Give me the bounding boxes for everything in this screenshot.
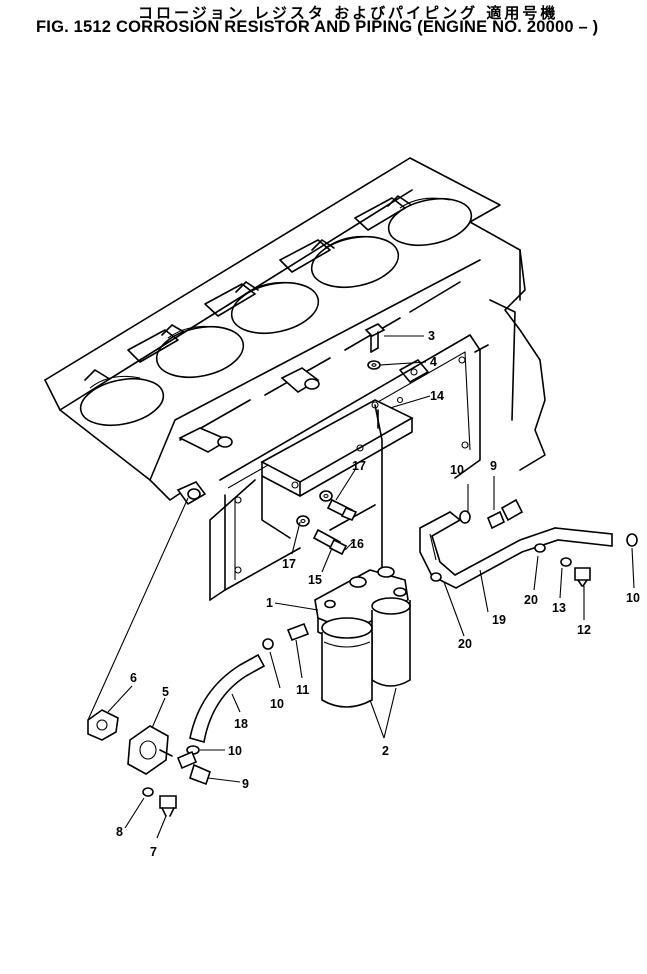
callout-labels: 1 2 3 4 5 6 7 8 9 9 10 10 10 10 11 12 13… <box>116 329 640 859</box>
callout-20-left: 20 <box>458 637 472 651</box>
bolt-12 <box>574 567 591 587</box>
callout-16: 16 <box>350 537 364 551</box>
connector-9-upper <box>486 498 524 530</box>
callout-9-lower: 9 <box>242 777 249 791</box>
washer-4 <box>367 360 381 370</box>
callout-13: 13 <box>552 601 566 615</box>
washer-13 <box>560 557 572 567</box>
callout-19: 19 <box>492 613 506 627</box>
callout-5: 5 <box>162 685 169 699</box>
washer-20-left <box>430 572 442 582</box>
callout-10-hose-bottom: 10 <box>228 744 242 758</box>
callout-20-right: 20 <box>524 593 538 607</box>
clamp-10-pipe-top <box>459 510 471 524</box>
callout-18: 18 <box>234 717 248 731</box>
callout-10-pipe-top: 10 <box>450 463 464 477</box>
washer-8 <box>142 787 154 797</box>
callout-2: 2 <box>382 744 389 758</box>
callout-10-hose-top: 10 <box>270 697 284 711</box>
nipple-11 <box>286 622 310 642</box>
washer-17-lower <box>296 515 310 527</box>
engine-block <box>44 157 546 601</box>
callout-14: 14 <box>430 389 444 403</box>
bolt-15 <box>312 528 348 556</box>
figure-title: FIG. 1512 CORROSION RESISTOR AND PIPING … <box>36 18 599 36</box>
resistor-element <box>321 597 411 708</box>
bracket <box>260 399 414 576</box>
callout-6: 6 <box>130 671 137 685</box>
callout-7: 7 <box>150 845 157 859</box>
callout-12: 12 <box>577 623 591 637</box>
hose-18 <box>189 653 266 744</box>
callout-15: 15 <box>308 573 322 587</box>
callout-9-upper: 9 <box>490 459 497 473</box>
callout-1: 1 <box>266 596 273 610</box>
callout-17-lower: 17 <box>282 557 296 571</box>
clamp-10-hose-top <box>262 638 274 650</box>
washer-17-upper <box>319 490 333 502</box>
leader-lines <box>87 335 635 839</box>
callout-8: 8 <box>116 825 123 839</box>
callout-10-pipe-end: 10 <box>626 591 640 605</box>
gasket-6 <box>87 709 119 741</box>
callout-11: 11 <box>296 683 309 697</box>
callout-3: 3 <box>428 329 435 343</box>
clamp-10-pipe-end <box>626 533 638 547</box>
bolt-16 <box>326 498 358 522</box>
bolt-7 <box>159 795 177 817</box>
washer-20-right <box>534 543 546 553</box>
callout-4: 4 <box>430 355 437 369</box>
flange-5 <box>127 725 173 775</box>
connector-9-lower <box>176 750 211 786</box>
title-japanese: コロージョン レジスタ およびパイピング 適用号機 <box>138 4 559 22</box>
callout-17-upper: 17 <box>352 459 366 473</box>
bolt-3 <box>364 323 386 353</box>
